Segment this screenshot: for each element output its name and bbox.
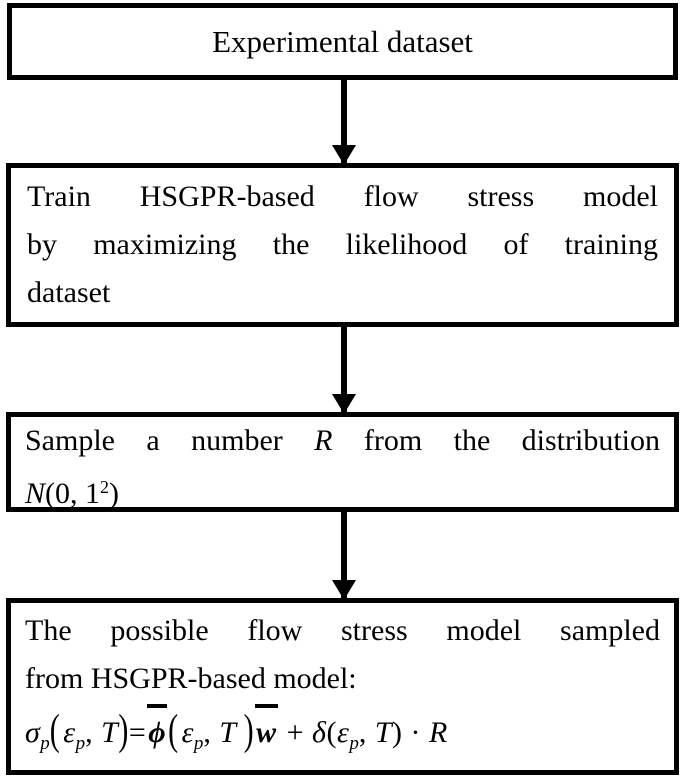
train-model-line-2: by maximizing the likelihood of training [27,228,658,261]
phi-bar-symbol: ϕ [146,703,168,763]
variable-R: R [314,424,333,457]
temperature-symbol: T [101,716,119,749]
sample-number-line-1: Sample a number R from the distribution [25,418,660,464]
equals-sign: = [128,716,147,749]
big-close-paren-1: ) [118,706,129,755]
sample-line-post: from the distribution [363,424,660,457]
big-open-paren-1: ( [49,706,61,755]
arrow-down-2 [341,325,347,413]
box-experimental-dataset-label: Experimental dataset [212,23,473,59]
epsilon-symbol: ε [63,716,76,749]
delta-symbol: δ [312,716,327,749]
possible-model-line-1: The possible flow stress model sampled [25,614,660,647]
temperature-symbol: T [219,716,237,749]
box-sample-number: Sample a number R from the distribution … [6,412,679,512]
w-bar-symbol: w [254,703,279,763]
distribution-close-paren: ) [109,477,120,510]
distribution-expression: N(0, 12) [25,464,660,517]
dot-operator: · [402,716,430,749]
script-n-symbol: N [25,477,46,510]
flow-stress-formula: σp(εp, T)=ϕ(εp, T)w + δ(εp, T) · R [25,703,660,774]
big-close-paren-2: ) [243,706,255,755]
distribution-args: (0, 1 [45,477,101,510]
sample-line-pre: Sample a number [25,424,283,457]
box-train-model: Train HSGPR-based flow stress model by m… [6,163,679,327]
epsilon-symbol: ε [181,716,194,749]
box-experimental-dataset: Experimental dataset [7,3,678,80]
train-model-line-1: Train HSGPR-based flow stress model [27,180,658,213]
train-model-line-3: dataset [27,276,111,309]
sigma-symbol: σ [25,716,41,749]
arrow-down-1 [341,78,347,164]
close-paren-3: ) [392,716,403,749]
plus-sign: + [278,716,313,749]
epsilon-symbol: ε [337,716,350,749]
possible-model-line-2: from HSGPR-based model: [25,662,357,695]
open-paren-3: ( [326,716,337,749]
arrow-down-3 [341,510,347,599]
box-possible-model: The possible flow stress model sampled f… [6,598,679,775]
big-open-paren-2: ( [168,706,179,755]
variable-R: R [429,716,448,749]
distribution-exponent: 2 [100,477,110,497]
temperature-symbol: T [374,716,393,749]
